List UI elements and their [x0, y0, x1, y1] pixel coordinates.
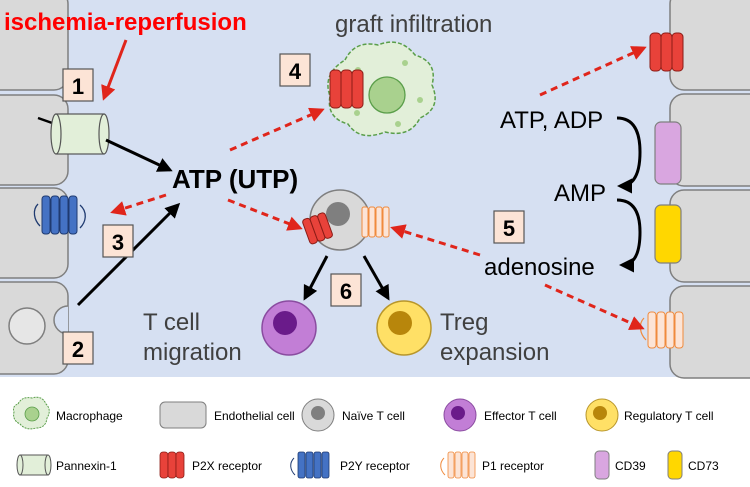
title-ischemia-reperfusion: ischemia-reperfusion [4, 9, 247, 36]
arrow-title-to-pannexin [101, 39, 128, 101]
label-adenosine: adenosine [484, 254, 595, 281]
p2y-receptor [33, 195, 86, 235]
legend-label-regulatory: Regulatory T cell [624, 409, 714, 423]
legend-label-endothelial: Endothelial cell [214, 409, 295, 423]
p1-receptor-bottom-right [639, 311, 684, 349]
arrow-atp-to-macrophage [229, 107, 325, 152]
label-treg-expansion-2: expansion [440, 339, 549, 366]
legend-label-p1: P1 receptor [482, 459, 544, 473]
svg-text:3: 3 [112, 230, 124, 255]
label-graft-infiltration: graft infiltration [335, 11, 492, 38]
cd39-icon [594, 450, 610, 480]
legend-label-pannexin: Pannexin-1 [56, 459, 117, 473]
arrow-atp-to-tcell-p2x [227, 198, 303, 231]
legend-label-cd73: CD73 [688, 459, 719, 473]
regulatory-t-cell [376, 300, 432, 356]
arrow-amp-to-adenosine [616, 198, 642, 273]
effector-t-cell [261, 300, 317, 356]
label-atp-utp: ATP (UTP) [172, 164, 298, 194]
arrow-adenosine-to-p1 [544, 283, 645, 330]
svg-text:6: 6 [340, 279, 352, 304]
p1-receptor-tcell [361, 206, 390, 238]
legend-label-naive: Naïve T cell [342, 409, 405, 423]
p2x-receptor-top-right [649, 32, 684, 72]
p2x-receptor-tcell [302, 212, 333, 245]
legend-label-cd39: CD39 [615, 459, 646, 473]
label-tcell-migration-2: migration [143, 339, 242, 366]
step-badge-5: 5 [493, 210, 525, 244]
label-atp-adp: ATP, ADP [500, 107, 603, 134]
cd73-icon [667, 450, 683, 480]
pannexin-channel [37, 113, 110, 155]
arrow-tcell-to-treg [362, 255, 390, 301]
svg-text:1: 1 [72, 74, 84, 99]
label-tcell-migration-1: T cell [143, 309, 200, 336]
p1-receptor-icon [440, 451, 476, 479]
label-treg-expansion-1: Treg [440, 309, 488, 336]
arrow-atp-to-p2y [110, 193, 167, 216]
p2x-receptor-icon [159, 451, 185, 479]
cd73-enzyme [654, 204, 682, 264]
effector-t-cell-icon [443, 398, 477, 432]
legend: Macrophage Endothelial cell Naïve T cell… [13, 396, 719, 480]
svg-text:2: 2 [72, 337, 84, 362]
endothelial-cell-icon [159, 401, 207, 429]
label-amp: AMP [554, 180, 606, 207]
step-badge-1: 1 [62, 68, 94, 102]
svg-text:4: 4 [289, 59, 302, 84]
pannexin-icon [16, 454, 52, 476]
arrow-pannexin-to-atp [105, 138, 173, 172]
p2x-receptor-macrophage [329, 69, 364, 109]
legend-label-p2x: P2X receptor [192, 459, 262, 473]
legend-label-p2y: P2Y receptor [340, 459, 410, 473]
macrophage-icon [13, 396, 50, 430]
endothelial-column-left [0, 0, 69, 375]
regulatory-t-cell-icon [585, 398, 619, 432]
arrow-adenosine-to-tcell-p1 [390, 224, 481, 257]
cd39-enzyme [654, 121, 682, 185]
arrow-atp-to-amp [616, 116, 642, 194]
p2y-receptor-icon [290, 451, 330, 479]
svg-text:5: 5 [503, 216, 515, 241]
arrow-tcell-to-migration [303, 255, 329, 301]
legend-label-effector: Effector T cell [484, 409, 557, 423]
legend-label-macrophage: Macrophage [56, 409, 123, 423]
step-badge-3: 3 [102, 224, 134, 258]
step-badge-4: 4 [279, 53, 311, 87]
step-badge-6: 6 [330, 273, 362, 307]
step-badge-2: 2 [62, 331, 94, 365]
endothelial-column-right [669, 0, 750, 379]
naive-t-cell-icon [301, 398, 335, 432]
